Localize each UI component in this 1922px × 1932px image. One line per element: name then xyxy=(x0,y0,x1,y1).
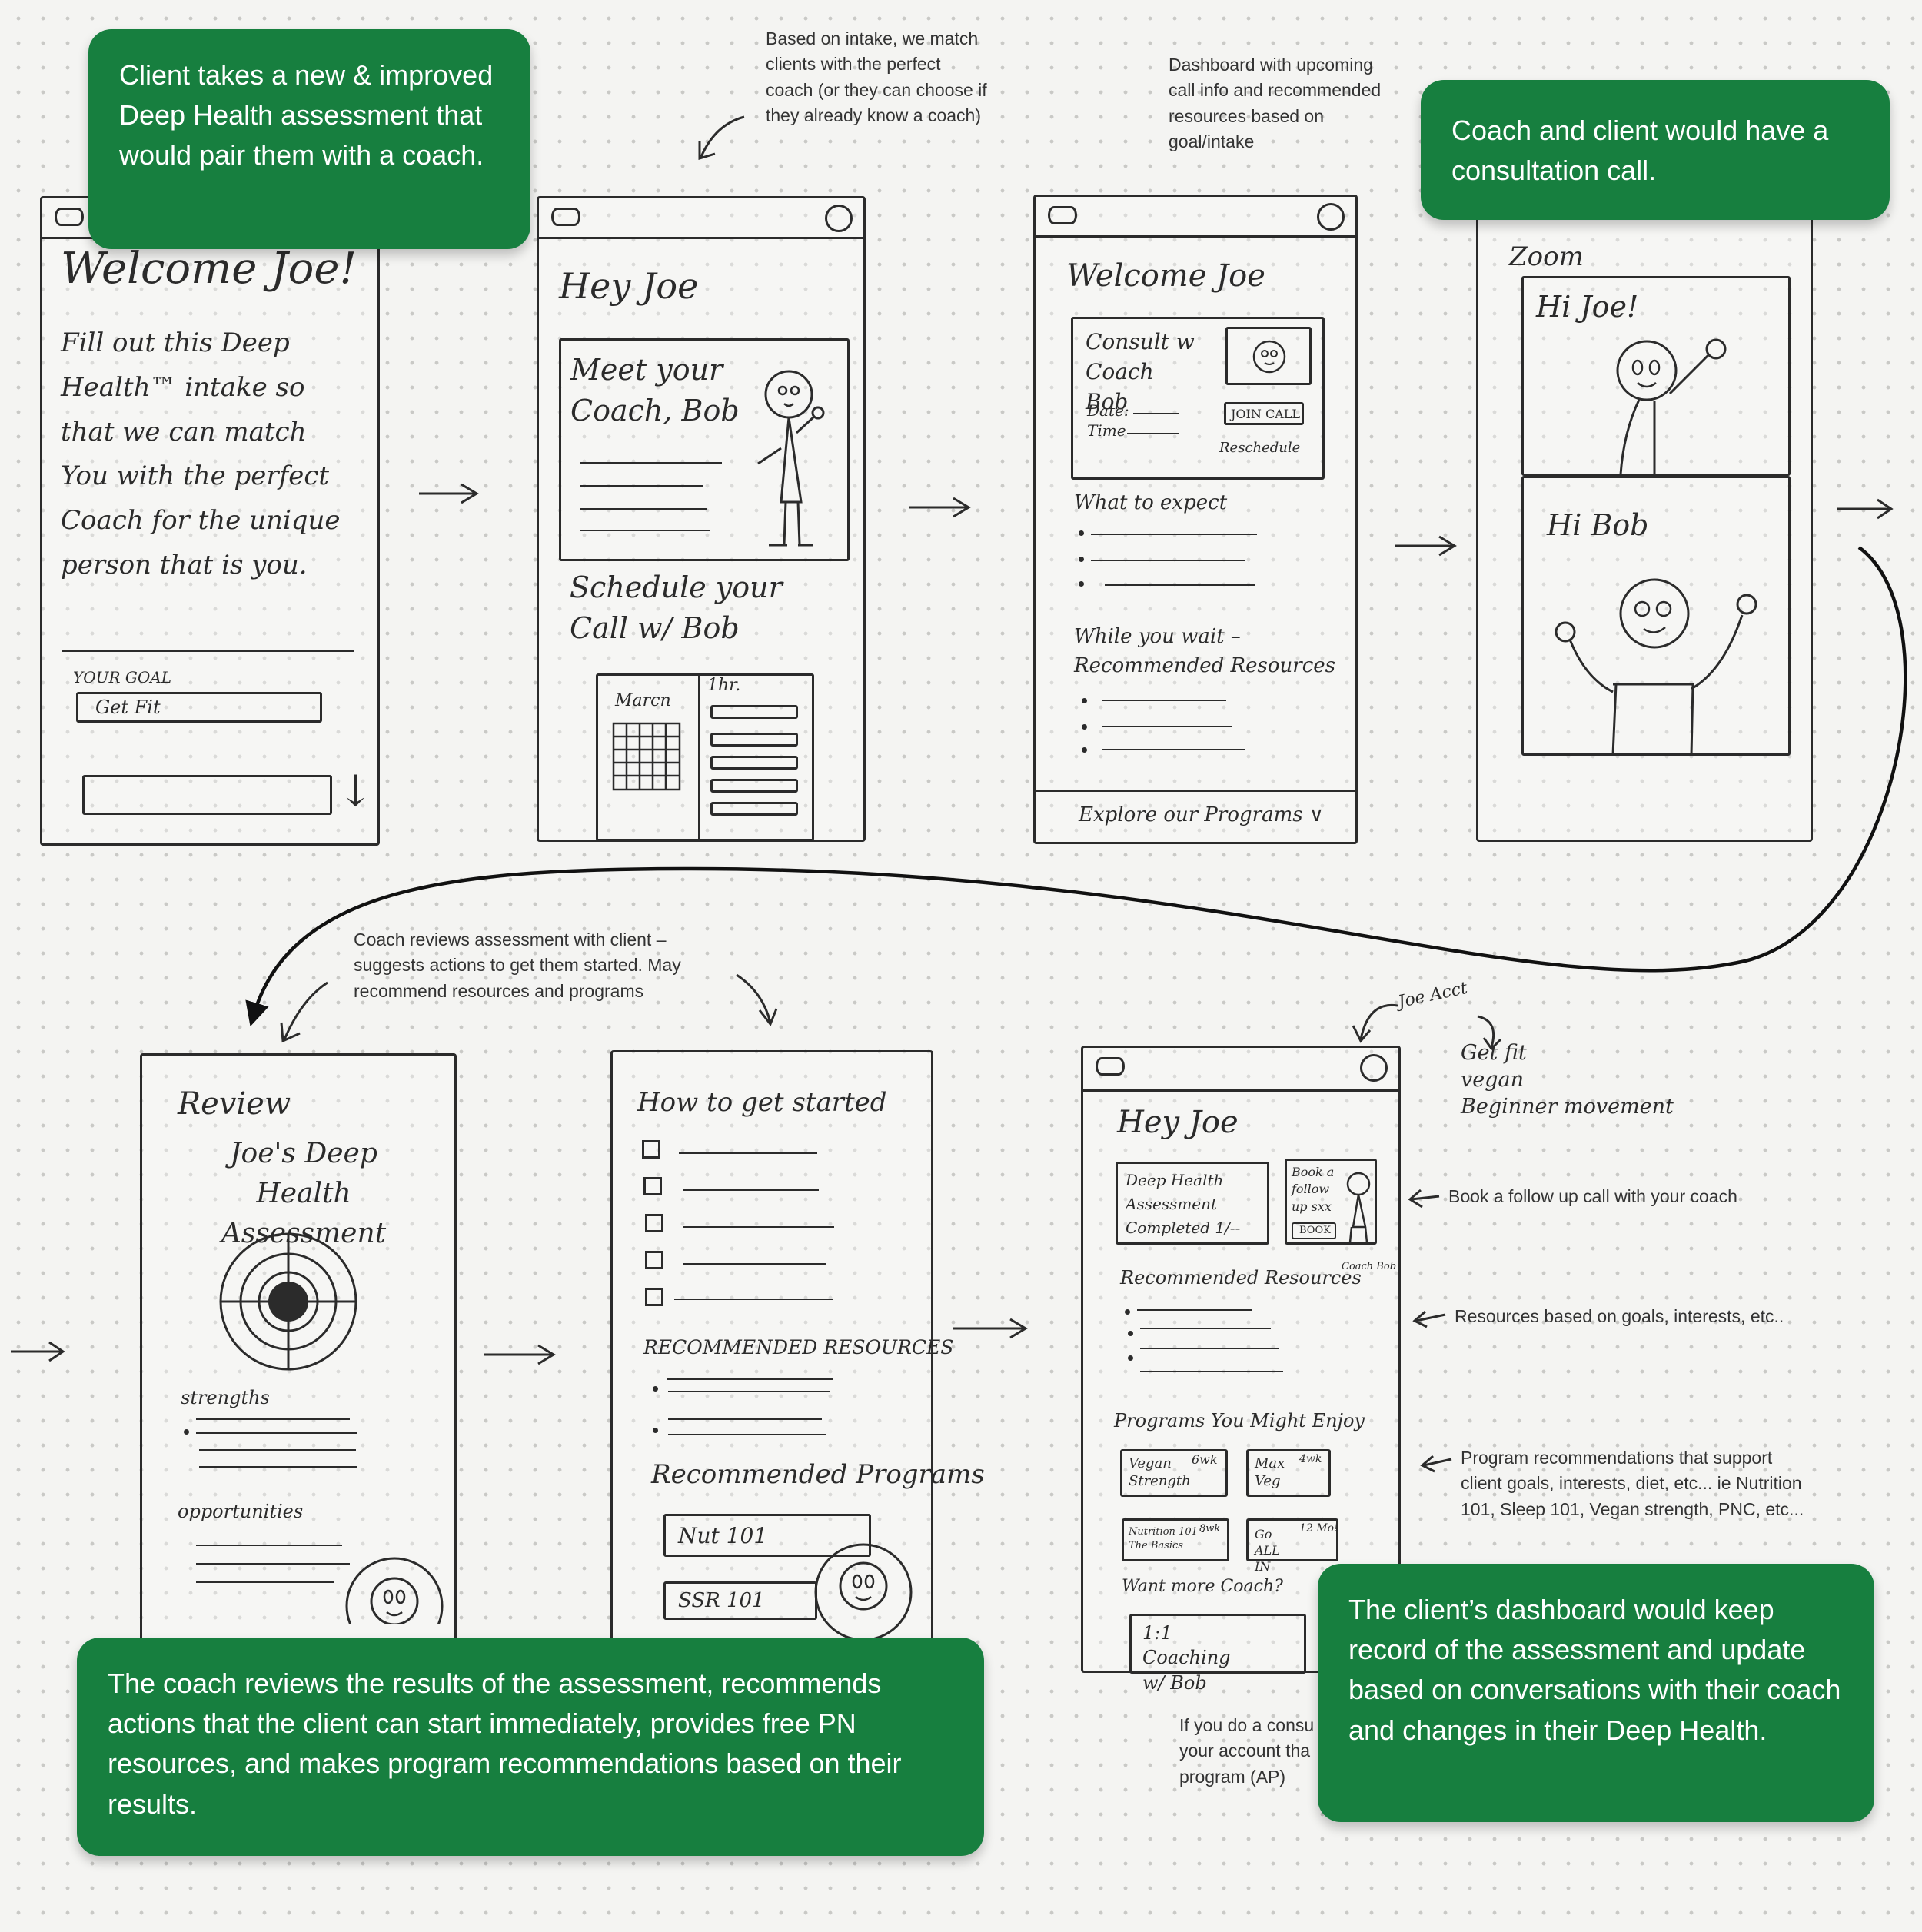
arrow-left xyxy=(1422,1456,1451,1471)
arrow-right xyxy=(909,498,969,517)
consult-note: If you do a consu your account tha progr… xyxy=(1179,1713,1341,1790)
arrow-right xyxy=(1395,537,1455,555)
review-note: Coach reviews assessment with client – s… xyxy=(354,927,723,1004)
pointer-arrow xyxy=(700,117,744,158)
arrow-right xyxy=(11,1342,63,1361)
followup-note: Book a follow up call with your coach xyxy=(1448,1184,1810,1209)
pointer-arrow xyxy=(1478,1016,1501,1049)
callout-assessment: Client takes a new & improved Deep Healt… xyxy=(88,29,530,249)
programs-note: Program recommendations that support cli… xyxy=(1461,1445,1814,1522)
arrow-left xyxy=(1415,1312,1445,1327)
callout-dashboard: The client’s dashboard would keep record… xyxy=(1318,1564,1874,1822)
arrow-right xyxy=(953,1319,1026,1338)
match-note: Based on intake, we match clients with t… xyxy=(766,26,989,128)
arrow-right xyxy=(419,484,477,503)
arrow-left xyxy=(1410,1190,1439,1207)
callout-consultation: Coach and client would have a consultati… xyxy=(1421,80,1890,220)
pointer-arrow xyxy=(281,983,328,1041)
dashboard-note: Dashboard with upcoming call info and re… xyxy=(1169,52,1392,155)
pointer-arrow xyxy=(737,975,776,1024)
arrow-right xyxy=(484,1345,554,1364)
arrow-right xyxy=(1837,500,1891,518)
pointer-arrow xyxy=(1353,1005,1398,1041)
resources-note: Resources based on goals, interests, etc… xyxy=(1455,1304,1839,1329)
callout-review: The coach reviews the results of the ass… xyxy=(77,1638,984,1856)
